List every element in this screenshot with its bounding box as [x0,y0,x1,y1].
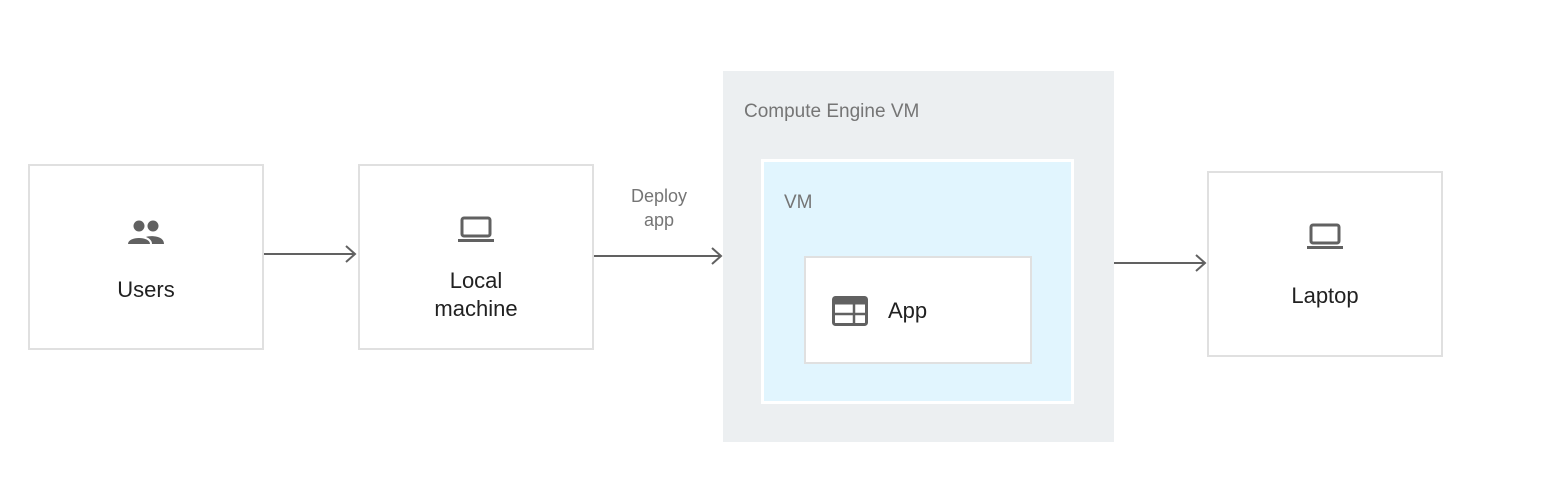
laptop-label: Laptop [1291,283,1359,308]
local-machine-label: Local machine [360,267,592,323]
laptop-node: Laptop [1207,171,1443,357]
users-label: Users [117,277,175,302]
vm-to-laptop-arrowhead [1195,254,1207,272]
compute-engine-label: Compute Engine VM [744,101,920,122]
web-app-icon [832,296,868,326]
laptop-icon [458,216,494,242]
laptop-icon [1307,223,1343,249]
deploy-label-line2: app [643,210,675,230]
app-node: App [804,256,1032,364]
users-to-local-arrowhead [345,245,357,263]
deploy-label-line1: Deploy [630,186,688,206]
vm-label: VM [784,192,813,213]
users-node: Users [28,164,264,350]
deploy-app-label: Deploy app [610,184,708,232]
local-machine-label-line2: machine [434,296,518,321]
local-to-vm-arrowhead [711,247,723,265]
app-label: App [888,298,928,323]
local-machine-node: Local machine [358,164,594,350]
people-icon [128,220,164,244]
local-machine-label-line1: Local [449,268,503,293]
